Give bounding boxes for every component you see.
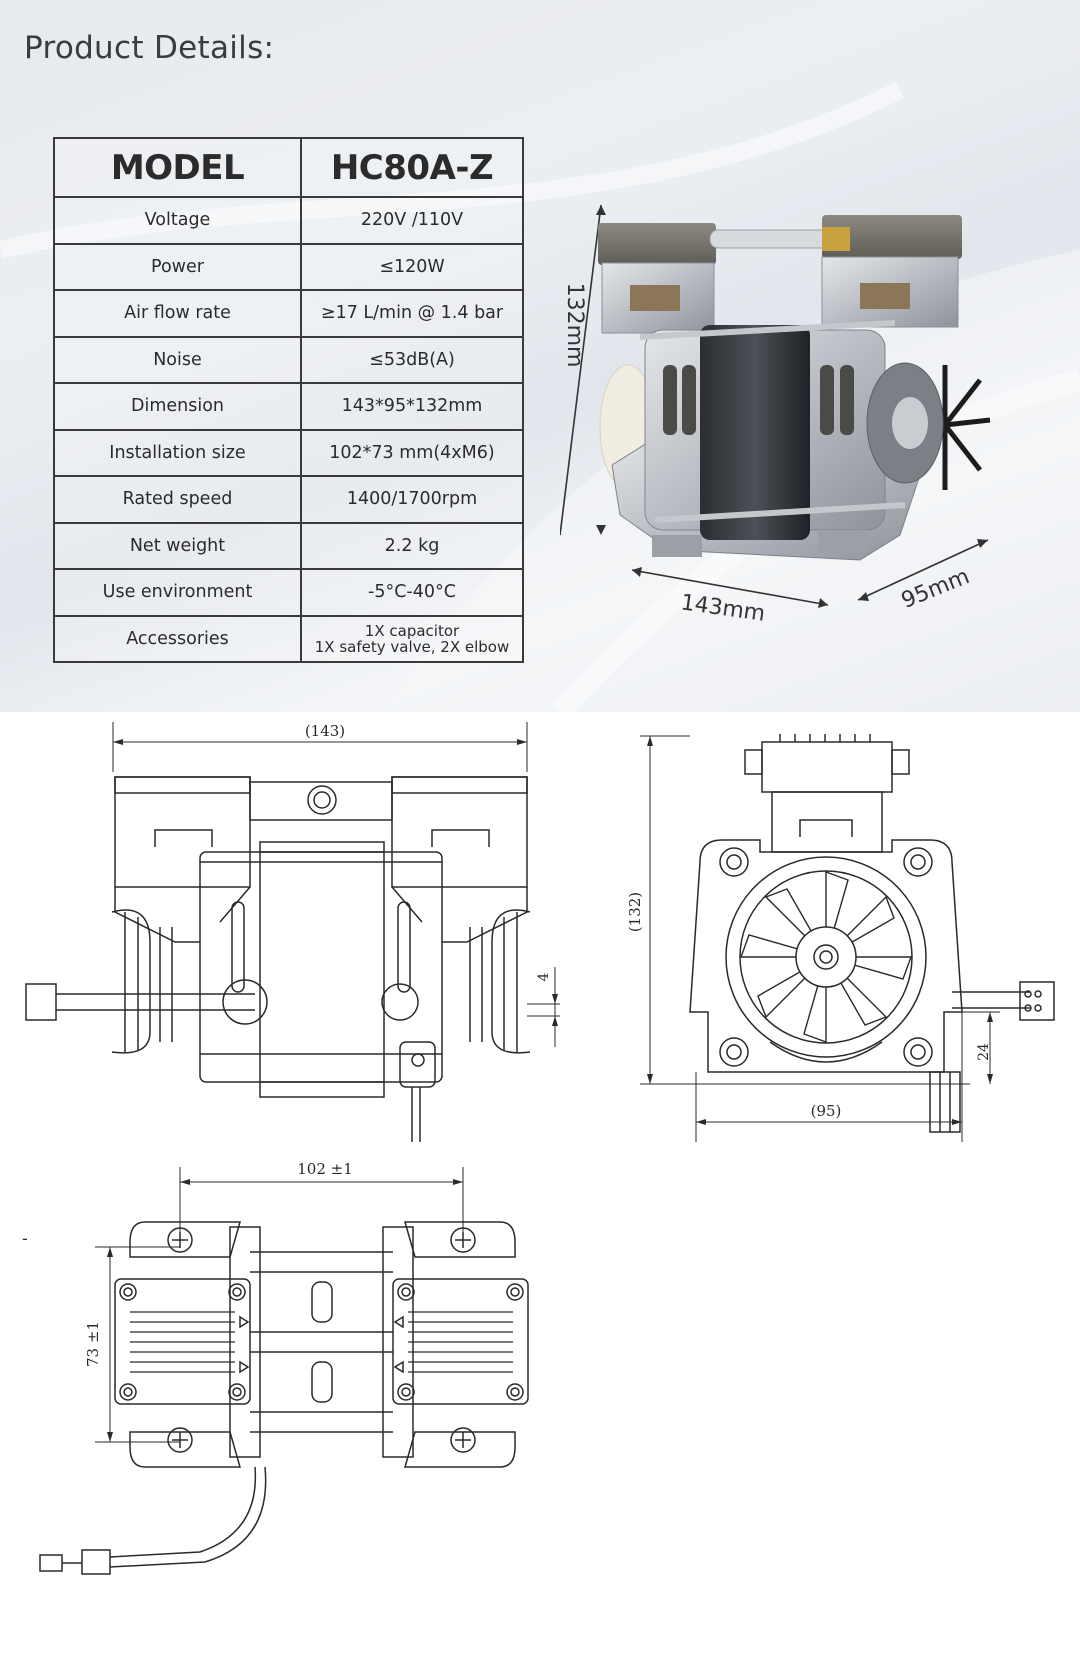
- spec-header-label: MODEL: [53, 137, 302, 198]
- spec-row: Noise ≤53dB(A): [53, 335, 524, 384]
- spec-label: Installation size: [53, 428, 302, 477]
- front-offset-dim: 4: [536, 972, 552, 981]
- spec-label: Use environment: [53, 568, 302, 617]
- spec-row: Installation size 102*73 mm(4xM6): [53, 428, 524, 477]
- spec-label: Rated speed: [53, 475, 302, 524]
- spec-row-accessories: Accessories 1X capacitor 1X safety valve…: [53, 614, 524, 663]
- photo-depth-label: 95mm: [898, 564, 973, 614]
- spec-value: 102*73 mm(4xM6): [300, 428, 524, 477]
- spec-row: Use environment -5°C-40°C: [53, 568, 524, 617]
- photo-height-label: 132mm: [562, 283, 587, 368]
- spec-label: Accessories: [53, 614, 302, 663]
- side-depth-dim: (95): [811, 1102, 842, 1120]
- front-width-dim: (143): [305, 722, 345, 740]
- spec-row: Dimension 143*95*132mm: [53, 382, 524, 431]
- spec-label: Noise: [53, 335, 302, 384]
- page-title: Product Details:: [24, 30, 275, 66]
- spec-row: Air flow rate ≥17 L/min @ 1.4 bar: [53, 289, 524, 338]
- spec-value: ≤53dB(A): [300, 335, 524, 384]
- spec-header-row: MODEL HC80A-Z: [53, 137, 524, 198]
- spec-value: 1400/1700rpm: [300, 475, 524, 524]
- stray-mark: -: [22, 1229, 28, 1248]
- bottom-depth-dim: 73 ±1: [84, 1321, 102, 1367]
- accessories-line: 1X safety valve, 2X elbow: [314, 637, 510, 656]
- spec-value: ≤120W: [300, 242, 524, 291]
- technical-drawings: (143): [22, 722, 1055, 1575]
- spec-label: Air flow rate: [53, 289, 302, 338]
- spec-label: Power: [53, 242, 302, 291]
- spec-label: Net weight: [53, 521, 302, 570]
- pump-body: [598, 215, 991, 561]
- pump-photo: 132mm 143mm 95mm: [560, 205, 991, 627]
- photo-width-label: 143mm: [679, 590, 767, 627]
- spec-row: Power ≤120W: [53, 242, 524, 291]
- spec-row: Net weight 2.2 kg: [53, 521, 524, 570]
- front-view-drawing: (143): [25, 722, 560, 1142]
- side-view-drawing: (132): [626, 734, 1055, 1142]
- side-height-dim: (132): [626, 892, 644, 932]
- spec-value: -5°C-40°C: [300, 568, 524, 617]
- product-details-panel: Product Details: MODEL HC80A-Z Voltage 2…: [0, 0, 1080, 712]
- spec-row: Voltage 220V /110V: [53, 196, 524, 245]
- spec-table: MODEL HC80A-Z Voltage 220V /110V Power ≤…: [53, 137, 524, 663]
- spec-value: 220V /110V: [300, 196, 524, 245]
- spec-row: Rated speed 1400/1700rpm: [53, 475, 524, 524]
- spec-header-value: HC80A-Z: [300, 137, 524, 198]
- side-offset-dim: 24: [976, 1043, 992, 1061]
- spec-label: Dimension: [53, 382, 302, 431]
- bottom-view-drawing: - 102 ±1 73 ±1: [22, 1160, 529, 1575]
- spec-value: ≥17 L/min @ 1.4 bar: [300, 289, 524, 338]
- spec-label: Voltage: [53, 196, 302, 245]
- bottom-width-dim: 102 ±1: [297, 1160, 353, 1178]
- spec-value-accessories: 1X capacitor 1X safety valve, 2X elbow: [300, 614, 524, 663]
- spec-value: 143*95*132mm: [300, 382, 524, 431]
- accessories-line: 1X capacitor: [364, 621, 460, 640]
- spec-value: 2.2 kg: [300, 521, 524, 570]
